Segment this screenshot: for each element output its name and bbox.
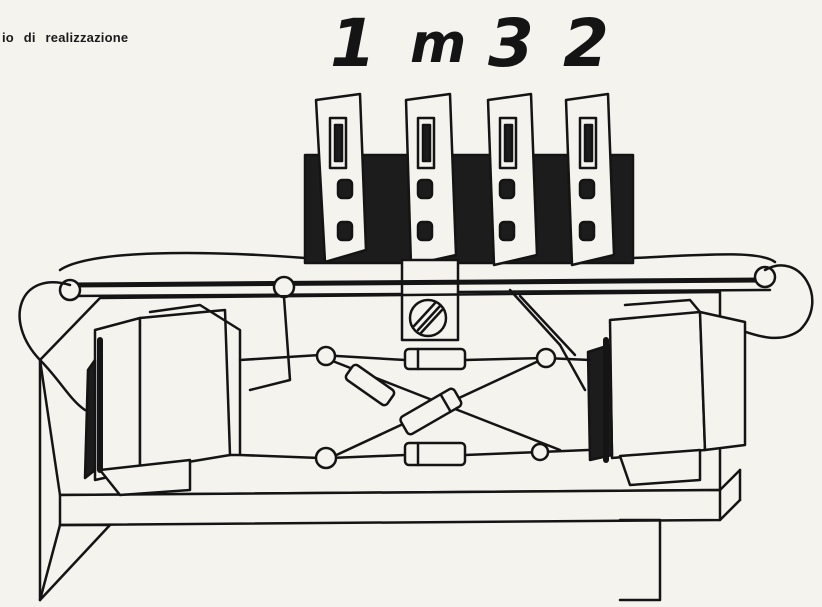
transformer-left xyxy=(83,303,242,497)
terminal-label-2: 2 xyxy=(563,5,609,82)
junction-node xyxy=(535,347,557,369)
solder-lug-left xyxy=(58,278,82,302)
solder-lug-center-left xyxy=(272,275,296,299)
solder-lug-right xyxy=(753,265,777,289)
junction-node xyxy=(314,446,338,470)
terminal-label-row: 1 m 3 2 xyxy=(328,4,628,84)
terminal-lug-m xyxy=(404,92,458,267)
terminal-label-3: 3 xyxy=(488,5,534,82)
terminal-lug-3 xyxy=(486,92,539,267)
component-bottom xyxy=(403,441,467,467)
junction-node xyxy=(315,345,337,367)
junction-node xyxy=(530,442,550,462)
terminal-lug-1 xyxy=(314,92,368,264)
component-diagonal-left xyxy=(344,363,396,407)
terminal-label-m: m xyxy=(410,12,467,75)
terminal-label-1: 1 xyxy=(330,5,376,82)
component-diagonal-center xyxy=(399,387,463,436)
outer-wire-loop xyxy=(18,251,814,412)
mounting-bracket xyxy=(400,258,460,342)
figure-caption: io di realizzazione xyxy=(2,30,129,45)
terminal-lug-2 xyxy=(564,92,616,267)
component-top xyxy=(403,347,467,371)
transformer-right xyxy=(586,298,747,487)
